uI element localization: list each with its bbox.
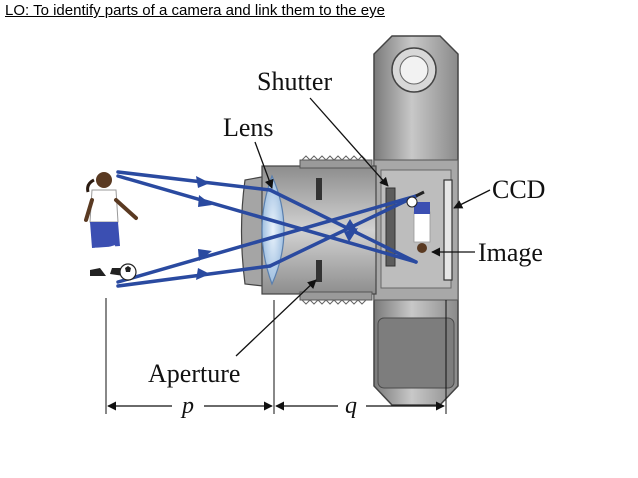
ccd-pointer [453, 189, 491, 209]
image-label: Image [478, 238, 543, 267]
ray-bottom-through-center [116, 194, 418, 284]
ray-arrowheads [196, 176, 358, 280]
shutter-pointer [309, 97, 389, 187]
lens-label-group: Lens [223, 113, 274, 189]
viewfinder-dial [391, 47, 437, 93]
aperture-label: Aperture [148, 359, 240, 388]
ccd-sensor [443, 179, 453, 281]
lens-element [261, 174, 285, 286]
ccd-label-group: CCD [453, 175, 545, 209]
lens-label: Lens [223, 113, 274, 142]
learning-objective-title: LO: To identify parts of a camera and li… [5, 2, 385, 19]
light-rays [116, 170, 418, 288]
shutter-label: Shutter [257, 67, 332, 96]
inverted-image-icon [406, 190, 431, 253]
soccer-ball-icon [119, 263, 137, 281]
player-object-icon [84, 172, 138, 276]
ray-bottom-refracted [268, 194, 418, 268]
image-label-group: Image [431, 238, 543, 267]
aperture-label-group: Aperture [148, 279, 317, 388]
ray-bottom-to-lens [116, 264, 272, 288]
shutter-label-group: Shutter [257, 67, 389, 187]
ray-top-refracted [268, 188, 418, 264]
ray-top-to-lens [116, 170, 272, 192]
aperture-diaphragm [316, 178, 322, 282]
shutter [385, 187, 396, 267]
p-distance-label: p [180, 393, 194, 419]
q-distance-label: q [345, 393, 357, 419]
lens-pointer [254, 141, 274, 189]
ray-top-through-center [116, 174, 418, 264]
aperture-pointer [235, 279, 317, 357]
distance-dimensions: p q [105, 298, 447, 419]
ccd-label: CCD [492, 175, 545, 204]
